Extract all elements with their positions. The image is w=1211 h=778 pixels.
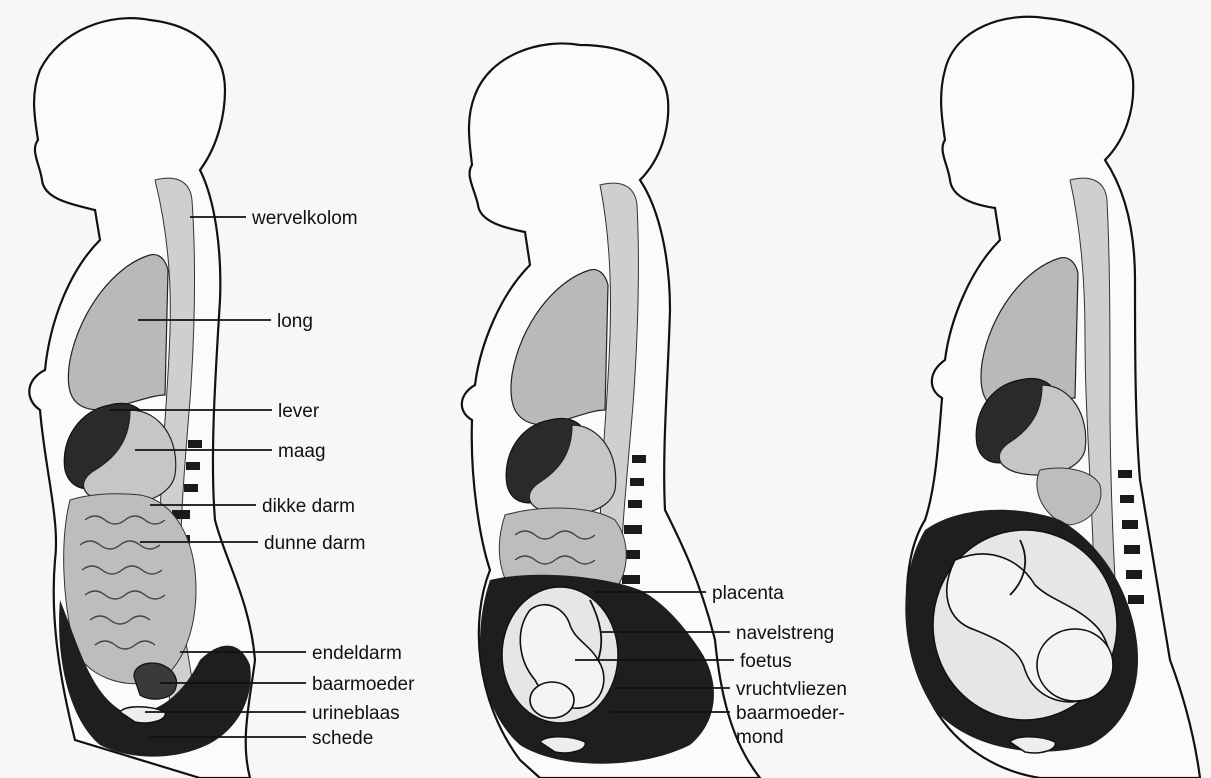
label-long: long [277,311,313,332]
label-schede: schede [312,728,373,749]
label-baarmoeder: baarmoeder [312,674,415,695]
figure-mid-pregnancy [462,43,760,778]
intestines-1 [64,494,196,684]
label-endeldarm: endeldarm [312,643,402,664]
label-lever: lever [278,401,320,422]
label-maag: maag [278,441,326,462]
label-navelstreng: navelstreng [736,623,834,644]
label-placenta: placenta [712,583,784,604]
fetus-head-2 [530,682,574,718]
figure-non-pregnant [29,18,255,778]
label-vruchtvliezen: vruchtvliezen [736,679,847,700]
label-dikke-darm: dikke darm [262,496,355,517]
label-foetus: foetus [740,651,792,672]
label-baarmoedermond-line1: baarmoeder- [736,703,845,724]
figure-late-pregnancy [905,17,1200,778]
label-baarmoedermond-line2: mond [736,727,784,748]
fetus-head-3 [1037,629,1113,701]
label-dunne-darm: dunne darm [264,533,365,554]
label-wervelkolom: wervelkolom [251,208,358,229]
labels-figure-1: wervelkolom long lever maag dikke darm d… [251,208,415,749]
label-urineblaas: urineblaas [312,703,400,724]
